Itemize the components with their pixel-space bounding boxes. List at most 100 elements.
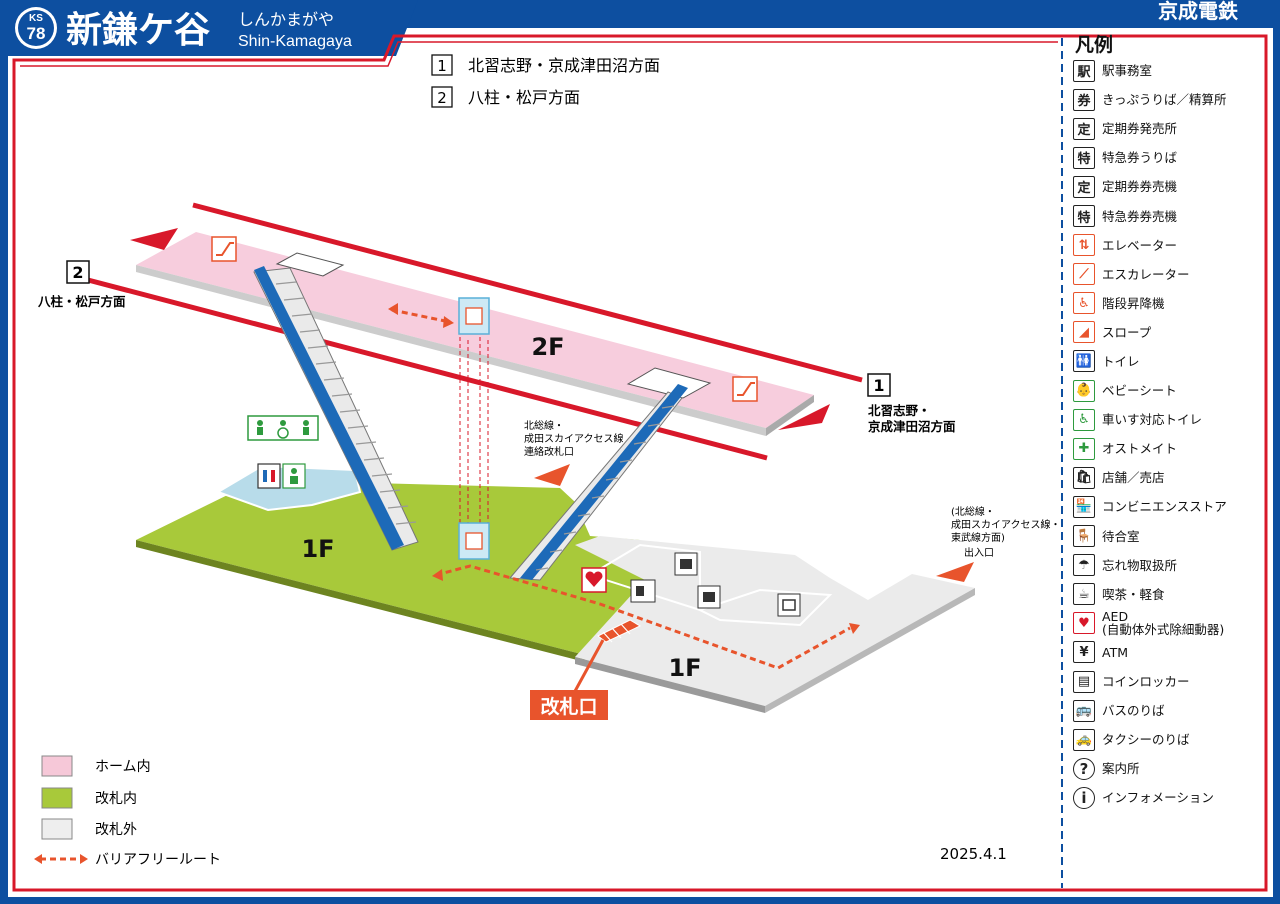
train-direction-arrow-left [130,228,178,250]
legend-item-text: エレベーター [1102,237,1178,253]
legend-item-text: きっぷうりば／精算所 [1102,92,1227,108]
legend-item-label: ベビーシート [1102,384,1177,397]
accessible-facilities-sign [247,415,319,441]
exit-label-line2: 成田スカイアクセス線・ [951,518,1061,531]
legend-item: ✚ オストメイト [1073,434,1268,463]
pass-machine-icon: 定 [1073,175,1095,198]
legend-panel: 凡例 駅駅事務室券きっぷうりば／精算所定定期券発売所特特急券うりば定定期券券売機… [1073,30,1268,812]
legend-item-label: コンビニエンスストア [1102,500,1227,513]
legend-item-text: オストメイト [1102,441,1178,457]
gate-label-box [530,690,608,720]
direction-1-number: 1 [437,57,447,75]
transfer-label-line2: 成田スカイアクセス線 [524,432,624,445]
taxi-icon: 🚕 [1073,728,1095,751]
legend-item-label: スロープ [1102,326,1151,339]
staircase-right [508,384,688,581]
toilet-icon [257,463,281,489]
rail-track-1 [192,202,863,383]
legend-item-label: タクシーのりば [1102,733,1190,746]
right-direction-line1: 北習志野・ [868,403,931,418]
badge-number: 78 [27,24,46,43]
information-icon: i [1073,786,1095,809]
legend-item: ◢ スロープ [1073,318,1268,347]
legend-item-text: トイレ [1102,353,1140,369]
staircase-left [253,266,419,551]
pass-office-icon: 定 [1073,117,1095,140]
right-direction-line2: 京成津田沼方面 [868,419,956,434]
legend-item-text: コンビニエンスストア [1102,499,1227,515]
legend-item-text: 店舗／売店 [1102,470,1165,486]
lost-found-icon: ☂ [1073,554,1095,577]
legend-item: 🚻トイレ [1073,347,1268,376]
left-direction-number: 2 [72,263,83,282]
legend-item-label: きっぷうりば／精算所 [1102,93,1227,106]
legend-item-label: 喫茶・軽食 [1102,588,1165,601]
baby-seat-icon: 👶 [1073,379,1095,402]
transfer-gate-arrow [534,464,570,486]
legend-item-label: 定期券発売所 [1102,122,1177,135]
legend-item-text: バスのりば [1102,703,1165,719]
waiting-room-icon: 🪑 [1073,525,1095,548]
legend-item: ⟋エスカレーター [1073,260,1268,289]
operator-name: 京成電鉄 [1158,0,1238,23]
legend-item: ☕喫茶・軽食 [1073,580,1268,609]
coin-locker-icon: ▤ [1073,670,1095,693]
legend-item-label: オストメイト [1102,442,1177,455]
legend-item: 🚕 タクシーのりば [1073,725,1268,754]
transfer-label-line1: 北総線・ [524,419,564,432]
legend-item-label: 店舗／売店 [1102,471,1165,484]
legend-item-label: 駅事務室 [1102,64,1152,77]
legend-outside-gates: 改札外 [95,822,137,838]
legend-item: 定定期券券売機 [1073,172,1268,201]
legend-item: ♿車いす対応トイレ [1073,405,1268,434]
legend-inside-gates: 改札内 [95,791,137,807]
legend-item-text: 特急券券売機 [1102,208,1178,224]
right-direction-number: 1 [873,376,884,395]
legend-item: ☂ 忘れ物取扱所 [1073,551,1268,580]
legend-item-label: 特急券うりば [1102,151,1177,164]
legend-item-label: エレベーター [1102,239,1177,252]
station-office-icon [674,552,698,576]
direction-2-number: 2 [437,89,447,107]
floor-label-1f-inside: 1F [301,535,334,563]
legend-item-text: 案内所 [1102,761,1140,777]
legend-item-text: インフォメーション [1102,790,1214,806]
exit-arrow [936,562,974,582]
legend-item: 🪑待合室 [1073,522,1268,551]
stair-lift-icon: ♿ [1073,292,1095,315]
legend-item-text: AED [1102,609,1129,625]
floor-1f-outside [575,536,975,713]
swatch-platform [41,755,73,777]
legend-barrier-free-route: バリアフリールート [95,852,221,868]
legend-item-text: 駅事務室 [1102,63,1153,79]
legend-item-label: AED(自動体外式除細動器) [1102,610,1224,636]
legend-item-text: 特急券うりば [1102,150,1178,166]
legend-item-text: 喫茶・軽食 [1102,586,1165,602]
escalator-icon [211,236,237,262]
ostomate-icon: ✚ [1073,437,1095,460]
exit-label-line3: 東武線方面) [951,531,1005,544]
legend-item: 定定期券発売所 [1073,114,1268,143]
legend-title: 凡例 [1075,34,1114,56]
floor-label-1f-outside: 1F [668,654,701,682]
atm-icon: ¥ [1073,641,1095,664]
express-machine-icon: 特 [1073,205,1095,228]
slope-icon: ◢ [1073,321,1095,344]
legend-item-label: 定期券券売機 [1102,180,1177,193]
legend-item-label: 忘れ物取扱所 [1102,559,1177,572]
legend-item: 券きっぷうりば／精算所 [1073,85,1268,114]
legend-item-subtext: (自動体外式除細動器) [1102,622,1225,638]
floor-1f-inside [136,464,645,662]
legend-item-label: 特急券券売機 [1102,210,1177,223]
legend-item-text: ATM [1102,644,1129,660]
legend-list: 駅駅事務室券きっぷうりば／精算所定定期券発売所特特急券うりば定定期券券売機特特急… [1073,56,1268,812]
ticket-gate-label: 改札口 [540,695,597,718]
legend-item-text: コインロッカー [1102,674,1190,690]
ticket-office-icon: 券 [1073,88,1095,111]
legend-item: ⇅エレベーター [1073,231,1268,260]
swatch-inside-gates [41,787,73,809]
legend-item-text: ベビーシート [1102,383,1177,399]
station-office-icon: 駅 [1073,59,1095,82]
legend-item: 特特急券うりば [1073,143,1268,172]
